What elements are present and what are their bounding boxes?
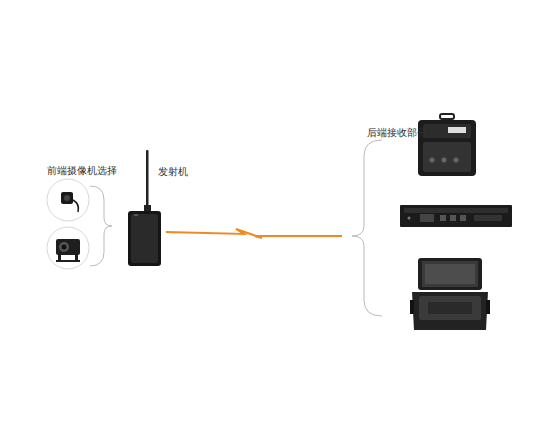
transmitter <box>128 150 161 266</box>
camera-circle <box>47 179 89 221</box>
section-label: 后端接收部分 <box>367 127 427 139</box>
rack-receiver <box>400 205 512 227</box>
section-label: 前端摄像机选择 <box>47 165 117 177</box>
pinhole-camera <box>61 192 78 212</box>
device-label: 发射机 <box>158 166 188 178</box>
bracket <box>90 186 112 266</box>
box-camera <box>56 239 80 262</box>
bracket <box>352 140 382 316</box>
camera-circle <box>47 227 89 269</box>
receiver-case <box>418 114 476 176</box>
wireless-link <box>166 229 342 238</box>
monitor-case <box>410 258 490 330</box>
